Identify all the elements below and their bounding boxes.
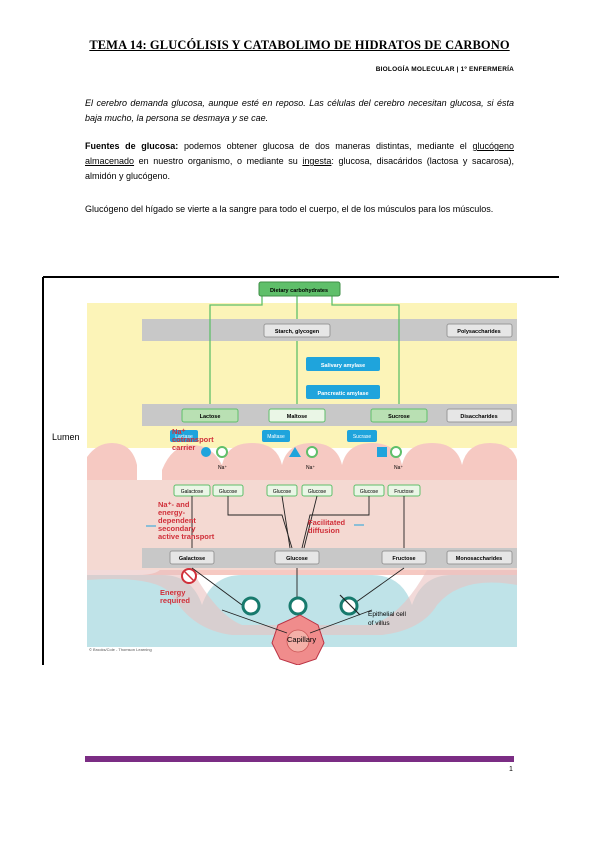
label-secondary-active: Na⁺- and [158, 500, 190, 509]
transporter-ring-basolateral [339, 596, 359, 616]
label-lumen: Lumen [52, 432, 80, 442]
text-segment: : glucosa, disacáridos (lactosa y sacaro… [85, 156, 515, 181]
text-segment: en nuestro organismo, o mediante su [134, 156, 303, 166]
box-sucrose: Sucrose [388, 414, 410, 420]
text-segment: podemos obtener glucosa de dos maneras d… [178, 141, 473, 151]
glucose-sources-label: Fuentes de glucosa: [85, 141, 179, 151]
label-secondary-active: active transport [158, 532, 215, 541]
label-facilitated-diffusion: Facilitated [308, 518, 346, 527]
label-disaccharides: Disaccharides [460, 414, 497, 420]
label-energy-required: Energy [160, 588, 186, 597]
transporter-ring [306, 446, 318, 458]
box-dietary-carbohydrates: Dietary carbohydrates [270, 288, 328, 294]
paragraph-brain-glucose: El cerebro demanda glucosa, aunque esté … [85, 98, 514, 123]
underlined-term-glycogen: glucógeno almacenado [85, 141, 514, 166]
label-na-cotransport: carrier [172, 443, 195, 452]
carbohydrate-digestion-figure: Dietary carbohydrates Starch, glycogen P… [42, 275, 560, 666]
label-monosaccharides: Monosaccharides [456, 556, 502, 562]
label-na-cotransport: Na⁺ [172, 427, 186, 436]
box-starch-glycogen: Starch, glycogen [275, 329, 320, 335]
label-secondary-active: secondary [158, 524, 196, 533]
box-glucose-small: Glucose [273, 489, 292, 495]
box-glucose-small: Glucose [219, 489, 238, 495]
box-salivary-amylase: Salivary amylase [321, 363, 365, 369]
transporter-ring [390, 446, 402, 458]
box-glucose-small: Glucose [360, 489, 379, 495]
label-facilitated-diffusion: diffusion [308, 526, 340, 535]
cotransporter-circle [201, 447, 211, 457]
label-secondary-active: energy- [158, 508, 186, 517]
label-na: Na⁺ [218, 465, 227, 471]
box-glucose-small: Glucose [308, 489, 327, 495]
box-galactose: Galactose [179, 556, 205, 562]
box-lactase: Lactase [175, 434, 193, 440]
label-polysaccharides: Polysaccharides [457, 329, 500, 335]
box-fructose: Fructose [392, 556, 415, 562]
cotransporter-triangle [289, 447, 301, 457]
label-energy-required: required [160, 596, 190, 605]
box-sucrase: Sucrase [353, 434, 372, 440]
transporter-ring [216, 446, 228, 458]
label-na: Na⁺ [394, 465, 403, 471]
label-epithelial-cell: of villus [368, 620, 390, 627]
label-na: Na⁺ [306, 465, 315, 471]
label-epithelial-cell: Epithelial cell [368, 611, 406, 618]
box-lactose: Lactose [200, 414, 221, 420]
page-number: 1 [509, 766, 513, 773]
figure-credit: © Brooks/Cole - Thomson Learning [89, 647, 152, 652]
cotransporter-square [377, 447, 387, 457]
label-capillary: Capillary [287, 635, 316, 644]
label-secondary-active: dependent [158, 516, 196, 525]
box-maltase: Maltase [267, 434, 285, 440]
box-glucose: Glucose [286, 556, 308, 562]
box-pancreatic-amylase: Pancreatic amylase [317, 391, 368, 397]
box-fructose-small: Fructose [394, 489, 414, 495]
underlined-term-intake: ingesta [302, 156, 332, 166]
paragraph-glucose-sources: Fuentes de glucosa: podemos obtener gluc… [85, 139, 514, 184]
label-na-cotransport: cotransport [172, 435, 214, 444]
document-title: TEMA 14: GLUCÓLISIS Y CATABOLIMO DE HIDR… [89, 38, 510, 52]
transporter-ring-basolateral [241, 596, 261, 616]
box-maltose: Maltose [287, 414, 307, 420]
paragraph-liver-glycogen: Glucógeno del hígado se vierte a la sang… [85, 204, 494, 214]
transporter-ring-basolateral [288, 596, 308, 616]
footer-accent-bar [85, 756, 514, 762]
header-subject: BIOLOGÍA MOLECULAR | 1º ENFERMERÍA [375, 66, 514, 73]
box-galactose-small: Galactose [181, 489, 204, 495]
